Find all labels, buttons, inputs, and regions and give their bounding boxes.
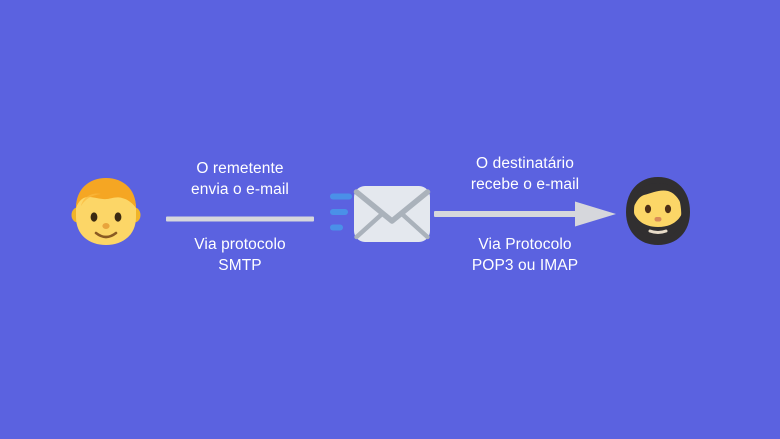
envelope-icon <box>330 186 431 242</box>
recipient-caption-above: O destinatário recebe o e-mail <box>470 155 580 193</box>
recipient-avatar <box>622 175 694 247</box>
recipient-caption-below: Via Protocolo POP3 ou IMAP <box>471 236 579 274</box>
sender-caption-below: Via protocolo SMTP <box>194 236 286 274</box>
sender-caption-above: O remetente envia o e-mail <box>191 160 289 198</box>
envelope-node <box>328 183 432 245</box>
boy-face-emoji <box>71 178 141 245</box>
sender-avatar <box>70 175 142 247</box>
recipient-connector-arrow <box>434 200 616 228</box>
sender-connector-line <box>166 210 314 222</box>
arrow-right-icon <box>434 201 616 227</box>
horizontal-line-icon <box>166 216 314 222</box>
bearded-person-emoji <box>626 177 690 245</box>
motion-lines-icon <box>330 193 352 231</box>
